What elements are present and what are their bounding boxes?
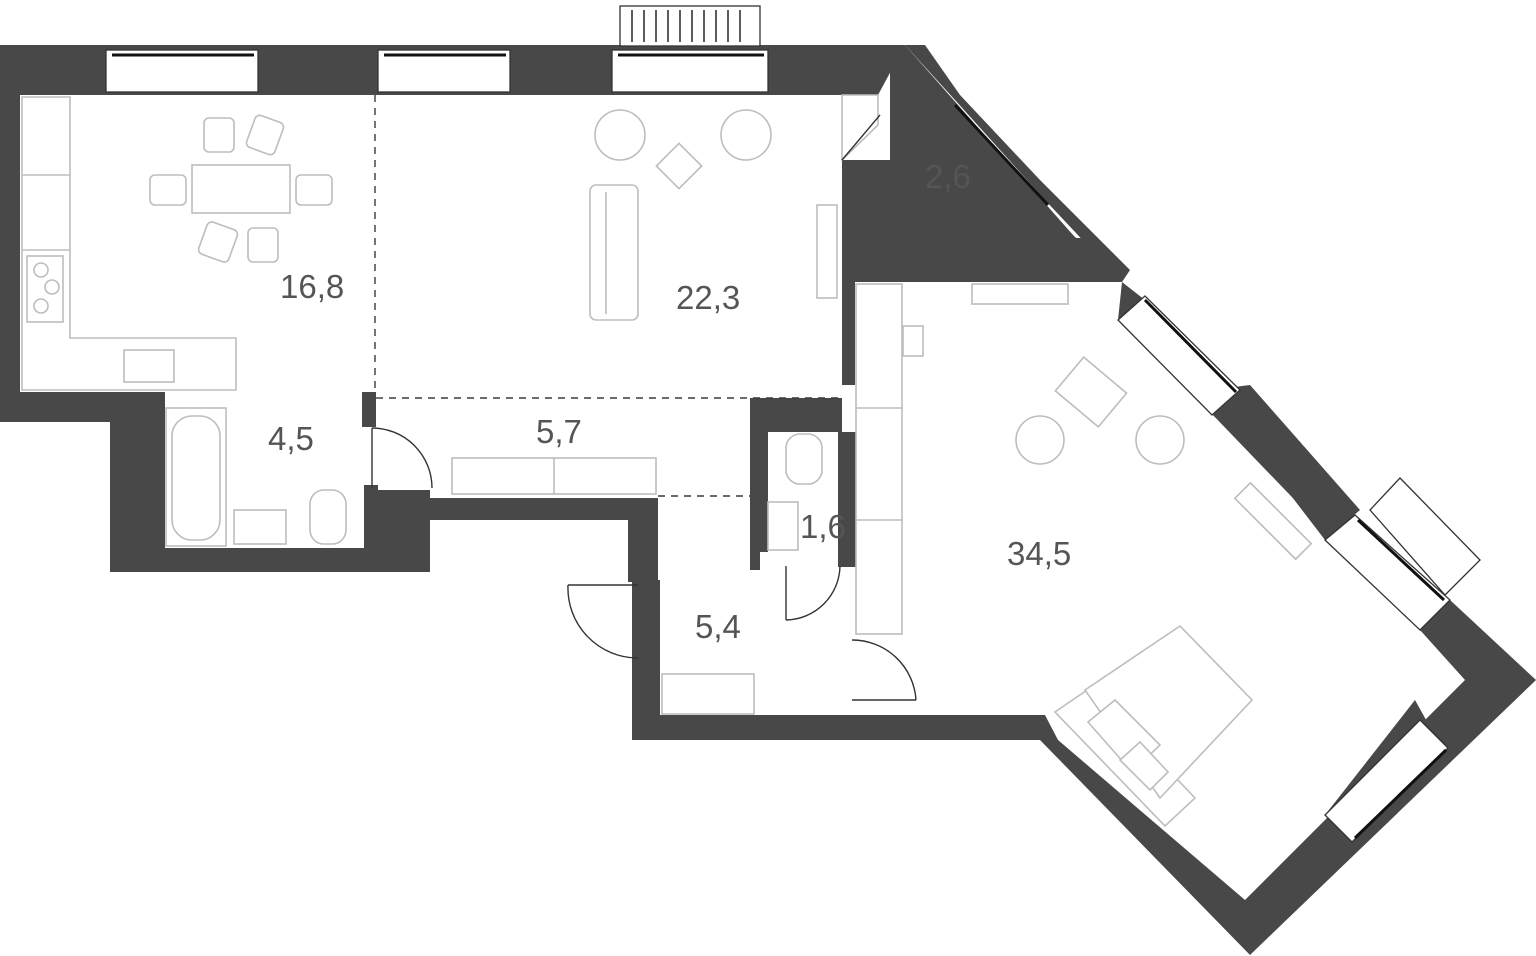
window-bedroom-3: [1324, 719, 1449, 843]
toilet-room-furniture: [767, 433, 823, 551]
room-area-toilet: 1,6: [800, 508, 846, 545]
room-area-bedroom: 34,5: [1007, 535, 1071, 572]
desk-icon: [902, 325, 924, 357]
door-entrance: [567, 584, 639, 659]
chair-icon: [247, 227, 279, 263]
sink-icon: [123, 349, 175, 383]
wall-bathroom-block: [0, 392, 658, 582]
window-living-1: [377, 49, 511, 93]
chair-icon: [197, 221, 239, 263]
bedroom-furniture: [855, 283, 1313, 828]
balcony-grill-right: [1369, 477, 1481, 596]
door-toilet: [785, 565, 841, 621]
living-furniture: [589, 94, 879, 321]
tv-icon: [816, 204, 838, 299]
armchair-icon: [594, 109, 646, 161]
windows: [105, 5, 1481, 843]
window-balcony: [953, 103, 1050, 207]
chair-icon: [149, 174, 187, 206]
coffee-table: [655, 142, 703, 190]
door-balcony: [841, 114, 881, 161]
room-area-bathroom: 4,5: [268, 420, 314, 457]
window-living-2: [611, 49, 769, 93]
armchair-icon: [1015, 415, 1065, 465]
wardrobe-bedroom: [855, 283, 903, 635]
kitchen-furniture: [21, 96, 333, 391]
room-area-hall: 5,4: [695, 608, 741, 645]
wall-balcony-outer: [905, 45, 1130, 282]
doors[interactable]: [371, 114, 917, 701]
wall-partition-bath-2: [364, 485, 378, 550]
toilet-icon: [785, 433, 823, 485]
shaft: [841, 94, 879, 162]
wall-bedroom-pier-2: [1420, 600, 1536, 705]
room-area-kitchen: 16,8: [280, 268, 344, 305]
washbasin-icon: [767, 501, 799, 551]
wall-bedroom-outer: [1040, 282, 1536, 955]
room-area-living: 22,3: [676, 279, 740, 316]
chair-icon: [295, 174, 333, 206]
bathroom-furniture: [165, 407, 657, 547]
wall-bedroom-pier-1: [1210, 385, 1360, 540]
room-area-balcony: 2,6: [925, 158, 971, 195]
wall-hall-bottom: [632, 662, 1058, 740]
wall-living-right: [842, 160, 1122, 385]
chair-icon: [203, 117, 235, 153]
toilet-icon: [309, 489, 347, 545]
armchair-icon: [720, 109, 772, 161]
door-bedroom: [851, 639, 917, 701]
hall-furniture: [661, 673, 755, 715]
chair-icon: [245, 114, 285, 156]
room-area-labels: 16,8 22,3 2,6 4,5 5,7 1,6 5,4 34,5: [268, 158, 1071, 645]
wall-partition-bath: [362, 392, 376, 427]
wall-hall-left: [632, 580, 660, 662]
room-area-corridor: 5,7: [536, 413, 582, 450]
balcony-grill-top: [619, 5, 761, 47]
wall-top-left: [0, 45, 905, 392]
wall-balcony: [890, 45, 1122, 282]
dining-table: [191, 164, 291, 214]
coffee-table: [1054, 356, 1128, 428]
walls: [0, 45, 1536, 955]
armchair-icon: [1135, 415, 1185, 465]
door-bathroom: [371, 427, 433, 489]
window-bedroom-1: [1117, 295, 1241, 416]
wall-toilet-right: [838, 432, 856, 567]
pillow-icon: [1118, 740, 1170, 792]
sofa-icon: [589, 184, 639, 321]
tv-icon: [971, 283, 1069, 305]
window-kitchen: [105, 49, 259, 93]
window-bedroom-2: [1324, 514, 1451, 631]
washbasin-icon: [233, 509, 287, 545]
tv-stand: [1233, 481, 1313, 561]
shoe-rack: [661, 673, 755, 715]
wall-toilet: [750, 398, 842, 570]
zone-dividers: [374, 95, 842, 497]
